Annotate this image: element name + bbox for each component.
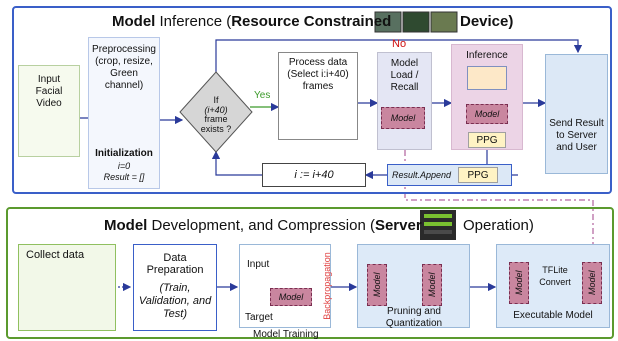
model-block-pruning-before: Model	[367, 264, 387, 306]
decision-diamond	[179, 71, 253, 153]
backpropagation-label: Backpropagation	[322, 252, 332, 320]
tflite-convert-label: TFLite Convert	[539, 265, 571, 287]
model-block-training: Model	[270, 288, 312, 306]
yes-label: Yes	[254, 90, 271, 101]
model-block-executable: Model	[582, 262, 602, 304]
inference-label: Inference	[466, 50, 508, 61]
ppg-output-inference: PPG	[468, 132, 506, 148]
ppg-output-append: PPG	[458, 167, 498, 183]
device-photos	[374, 11, 458, 33]
input-video-label: Input Facial Video	[35, 74, 63, 109]
development-panel-title: Model Development, and Compression (Serv…	[104, 217, 422, 234]
inference-panel	[12, 6, 612, 194]
input-video-box	[18, 65, 80, 157]
training-target-label: Target	[245, 312, 273, 323]
model-load-box	[377, 52, 432, 150]
send-result-label: Send Result to Server and User	[549, 118, 604, 153]
arrow-increment-to-decision	[211, 150, 262, 176]
inference-panel-title-end: Device)	[460, 13, 514, 30]
decision-expression: (i+40)	[204, 105, 228, 115]
no-label: No	[392, 38, 407, 50]
development-panel	[6, 207, 614, 339]
initialization-label: Initialization	[95, 148, 153, 159]
model-block-load: Model	[381, 107, 425, 129]
decision-suffix: frame exists ?	[200, 114, 232, 134]
collect-data-label: Collect data	[26, 249, 85, 261]
arrow-decision-no-to-send	[215, 39, 583, 72]
init-i-label: i=0	[117, 161, 131, 171]
model-block-before-convert: Model	[509, 262, 529, 304]
data-preparation-label: Data Preparation	[146, 252, 204, 276]
model-training-label: Model Training	[253, 329, 319, 340]
development-panel-title-end: Operation)	[463, 217, 534, 234]
executable-model-label: Executable Model	[513, 310, 593, 321]
collect-data-box	[18, 244, 116, 331]
init-result-label: Result = []	[103, 172, 145, 182]
preprocessing-box	[88, 37, 160, 189]
model-block-pruning-after: Model	[422, 264, 442, 306]
inference-panel-title: Model Inference (Resource Constrained	[112, 13, 392, 30]
process-data-box	[278, 52, 358, 140]
send-result-box	[545, 54, 608, 174]
data-preparation-detail: (Train, Validation, and Test)	[138, 282, 212, 320]
pruning-label: Pruning and Quantization	[385, 306, 443, 329]
inference-inner-frames	[467, 66, 507, 90]
model-training-box	[239, 244, 331, 328]
increment-box	[262, 163, 366, 187]
increment-label: i := i+40	[294, 169, 334, 181]
preprocessing-label: Preprocessing (crop, resize, Green chann…	[92, 44, 156, 91]
data-preparation-box	[133, 244, 217, 331]
model-load-label: Model Load / Recall	[390, 58, 419, 93]
server-photo	[420, 210, 456, 240]
model-block-inference: Model	[466, 104, 508, 124]
decision-prefix: If	[213, 95, 219, 105]
result-append-label: Result.Append	[392, 170, 452, 180]
training-input-label: Input	[247, 259, 270, 270]
process-data-label: Process data (Select i:i+40) frames	[287, 57, 349, 92]
